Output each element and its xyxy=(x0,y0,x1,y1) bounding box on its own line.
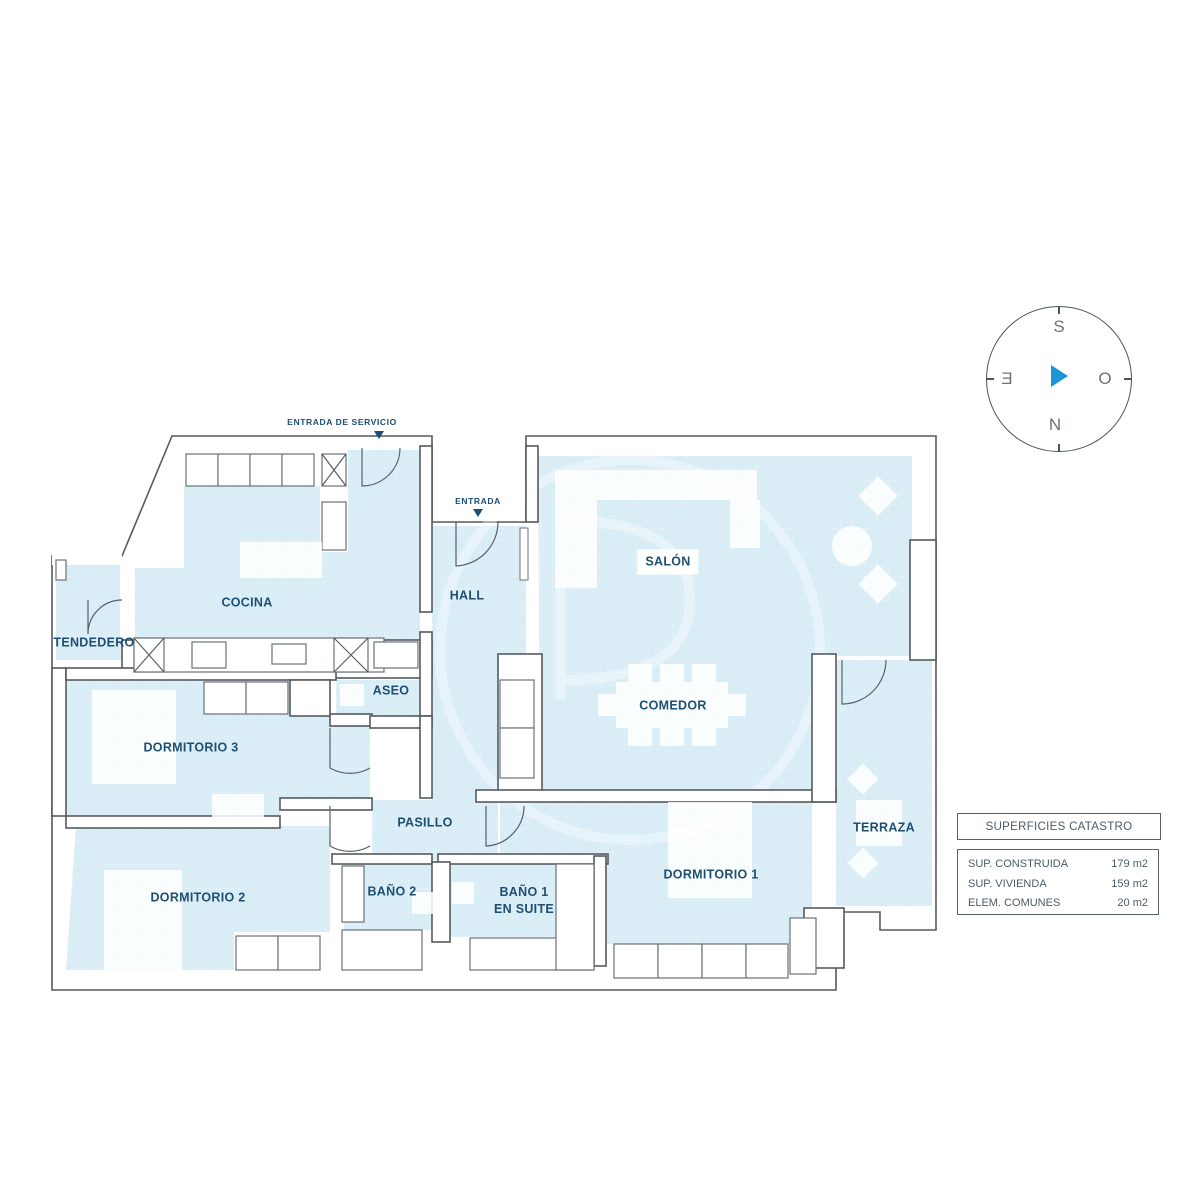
watermark xyxy=(435,455,825,845)
room-label-bano-2: BAÑO 2 xyxy=(367,884,417,899)
surfaces-row: ELEM. COMUNES 20 m2 xyxy=(968,894,1148,914)
compass-label-top: S xyxy=(1053,317,1065,336)
room-label-aseo: ASEO xyxy=(372,683,410,698)
main-entrance-label: ENTRADA xyxy=(455,496,501,506)
room-label-comedor: COMEDOR xyxy=(639,698,707,713)
furniture xyxy=(55,453,902,979)
surface-value: 20 m2 xyxy=(1117,897,1148,909)
room-label-tendedero: TENDEDERO xyxy=(53,635,135,650)
compass-tick-top xyxy=(1058,306,1060,314)
surface-label: SUP. VIVIENDA xyxy=(968,877,1047,890)
compass-needle-icon xyxy=(1051,365,1068,387)
room-label-dormitorio-2: DORMITORIO 2 xyxy=(150,890,246,905)
surfaces-table: SUP. CONSTRUIDA 179 m2 SUP. VIVIENDA 159… xyxy=(957,849,1159,915)
room-label-terraza: TERRAZA xyxy=(853,820,915,835)
room-label-hall: HALL xyxy=(449,588,485,603)
surface-label: SUP. CONSTRUIDA xyxy=(968,858,1069,870)
room-label-cocina: COCINA xyxy=(221,595,273,610)
compass-label-right: O xyxy=(1098,369,1112,388)
bano-1-line-1: BAÑO 1 xyxy=(499,885,549,899)
surfaces-title: SUPERFICIES CATASTRO xyxy=(957,813,1161,840)
bano-1-line-2: EN SUITE xyxy=(493,902,555,916)
surfaces-row: SUP. CONSTRUIDA 179 m2 xyxy=(968,855,1148,875)
triangle-down-icon xyxy=(473,509,483,517)
triangle-down-icon xyxy=(374,431,384,439)
compass-rose: S E O N xyxy=(986,306,1132,452)
room-label-salon: SALÓN xyxy=(637,549,699,575)
compass-label-bottom: N xyxy=(1048,415,1062,434)
surface-value: 159 m2 xyxy=(1111,877,1148,890)
room-label-dormitorio-3: DORMITORIO 3 xyxy=(143,740,239,755)
room-label-dormitorio-1: DORMITORIO 1 xyxy=(663,867,759,882)
room-label-bano-1: BAÑO 1 EN SUITE xyxy=(494,884,554,918)
compass-label-left: E xyxy=(1001,369,1013,388)
service-entrance-label: ENTRADA DE SERVICIO xyxy=(287,417,397,427)
surface-label: ELEM. COMUNES xyxy=(968,897,1061,909)
surfaces-row: SUP. VIVIENDA 159 m2 xyxy=(968,875,1148,895)
compass-tick-left xyxy=(986,378,994,380)
compass-tick-bottom xyxy=(1058,444,1060,452)
room-label-pasillo: PASILLO xyxy=(397,815,453,830)
surface-value: 179 m2 xyxy=(1111,858,1148,870)
door-swings xyxy=(87,447,887,852)
compass-tick-right xyxy=(1124,378,1132,380)
